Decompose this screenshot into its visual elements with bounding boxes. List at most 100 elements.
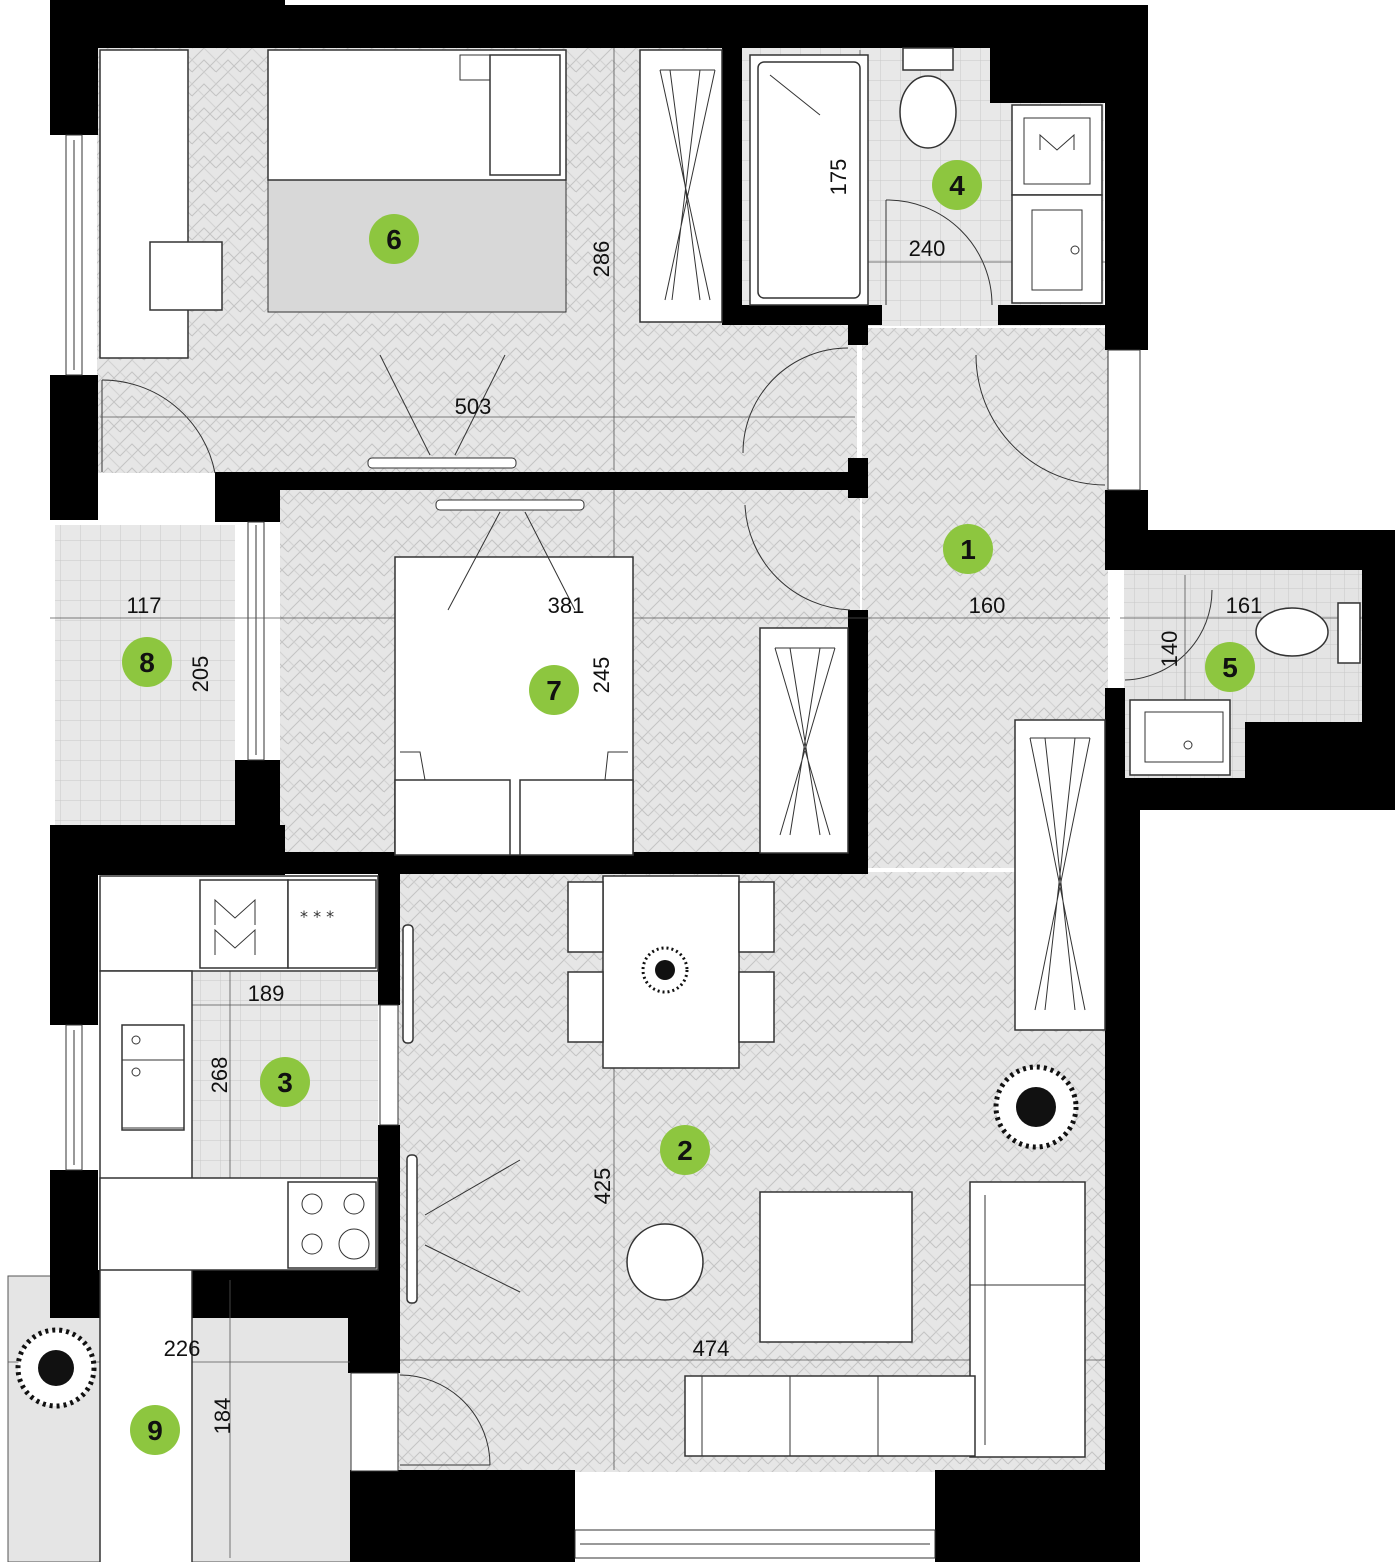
dim-room-8-height: 205	[188, 656, 213, 693]
dim-room-9-width: 226	[164, 1336, 201, 1361]
door-room-6	[101, 379, 216, 474]
door-entrance	[975, 354, 1106, 486]
washer-icon-kitchen	[199, 879, 289, 969]
dim-room-7-width: 381	[548, 593, 585, 618]
furniture: * * *	[99, 47, 1361, 1562]
dim-room-4-width: 240	[909, 236, 946, 261]
tv-living	[406, 1154, 418, 1304]
svg-text:2: 2	[677, 1135, 693, 1166]
dim-room-5-width: 161	[1226, 593, 1263, 618]
room-badge-4: 4	[932, 160, 982, 210]
plant-icon	[641, 946, 689, 994]
wall-kitchen-right-bot	[378, 1125, 400, 1275]
chair-2	[567, 971, 604, 1043]
wall-bath-bottom-r	[998, 305, 1110, 325]
dim-room-6-width: 503	[455, 394, 492, 419]
wall-hall-wc	[1105, 688, 1125, 778]
nightstand-left	[394, 779, 511, 856]
dim-room-6-height: 286	[589, 241, 614, 278]
washer-icon	[1011, 104, 1103, 196]
sofa-side	[969, 1181, 1086, 1458]
dim-room-2-height: 425	[590, 1168, 615, 1205]
room-badge-1: 1	[943, 524, 993, 574]
dim-room-8-width: 117	[126, 593, 161, 618]
wardrobe-room-6	[639, 49, 723, 323]
wardrobe-room-7	[759, 627, 849, 854]
window-hall	[1107, 349, 1141, 491]
cooktop-counter	[287, 879, 377, 969]
room-badge-6: 6	[369, 214, 419, 264]
wall-left-kitchen	[50, 1170, 98, 1280]
coffee-table	[759, 1191, 913, 1343]
wall-right-lower	[1105, 778, 1140, 1562]
wall-bottom-right	[935, 1470, 1140, 1562]
svg-text:1: 1	[960, 534, 976, 565]
svg-text:8: 8	[139, 647, 155, 678]
bathtub-inner	[757, 61, 861, 299]
chair-3	[738, 881, 775, 953]
walls	[50, 0, 1395, 1562]
wall-balcony-corner	[348, 1318, 400, 1373]
room-badge-7: 7	[529, 665, 579, 715]
plant-icon	[993, 1064, 1079, 1150]
chair	[149, 241, 223, 311]
svg-text:7: 7	[546, 675, 562, 706]
wall-bottom-left	[350, 1470, 575, 1562]
sink-icon-kitchen	[121, 1024, 185, 1131]
wall-bath-left	[722, 45, 742, 325]
room-badge-9: 9	[130, 1405, 180, 1455]
plants	[15, 946, 1079, 1409]
window-balcony-door	[350, 1372, 399, 1472]
chair-4	[738, 971, 775, 1043]
wall-top-main	[280, 5, 1148, 48]
wardrobe-hall	[1014, 719, 1106, 1031]
wall-kitchen-right-top	[378, 870, 400, 1005]
tv-room-7	[435, 499, 585, 511]
room-badge-2: 2	[660, 1125, 710, 1175]
dim-room-3-height: 268	[207, 1057, 232, 1094]
svg-text:* * *: * * *	[300, 907, 334, 926]
svg-text:3: 3	[277, 1067, 293, 1098]
door-room-6-hall	[742, 347, 849, 454]
sofa-main	[684, 1375, 976, 1457]
dim-room-3-width: 189	[248, 981, 285, 1006]
wall-left-mid	[50, 375, 98, 520]
svg-text:6: 6	[386, 224, 402, 255]
door-wc	[1124, 589, 1213, 681]
sink-icon	[1011, 194, 1103, 304]
dim-room-4-height: 175	[826, 159, 851, 196]
door-balcony	[399, 1374, 491, 1466]
dim-room-5-height: 140	[1157, 631, 1182, 668]
wall-6-7	[215, 472, 865, 490]
room-badge-8: 8	[122, 637, 172, 687]
wall-right-upper	[1105, 5, 1148, 350]
plant-icon	[15, 1327, 97, 1409]
nightstand-right	[519, 779, 634, 856]
svg-text:9: 9	[147, 1415, 163, 1446]
wall-bath-bottom	[722, 305, 882, 325]
room-badge-5: 5	[1205, 642, 1255, 692]
wall-bath-shaft	[990, 45, 1105, 103]
doors	[101, 199, 1213, 1466]
chair-1	[567, 881, 604, 953]
svg-text:5: 5	[1222, 652, 1238, 683]
desk	[99, 49, 189, 359]
tv-stand	[402, 924, 414, 1044]
door-room-7	[744, 504, 851, 611]
window-kitchen-door	[379, 1004, 399, 1126]
wall-wc-top	[1105, 530, 1395, 570]
dimension-labels: 160 474 425 189 268 240 175 161 140 503 …	[126, 159, 1262, 1435]
dim-room-1-width: 160	[969, 593, 1006, 618]
door-bath	[885, 199, 993, 306]
pillow-room-6	[489, 54, 561, 176]
room-badge-3: 3	[260, 1057, 310, 1107]
wall-8-right-top	[215, 472, 280, 522]
tv-room-6	[367, 457, 517, 469]
room-badges: 1 2 3 4 5 6 7 8 9	[122, 160, 1255, 1455]
wall-wc-bottom	[1105, 778, 1395, 810]
wall-6-hall	[848, 325, 868, 345]
wall-7-2	[280, 852, 868, 874]
dim-room-2-width: 474	[693, 1336, 730, 1361]
wall-6-hall-b	[848, 458, 868, 498]
cooktop-icon	[287, 1181, 377, 1269]
